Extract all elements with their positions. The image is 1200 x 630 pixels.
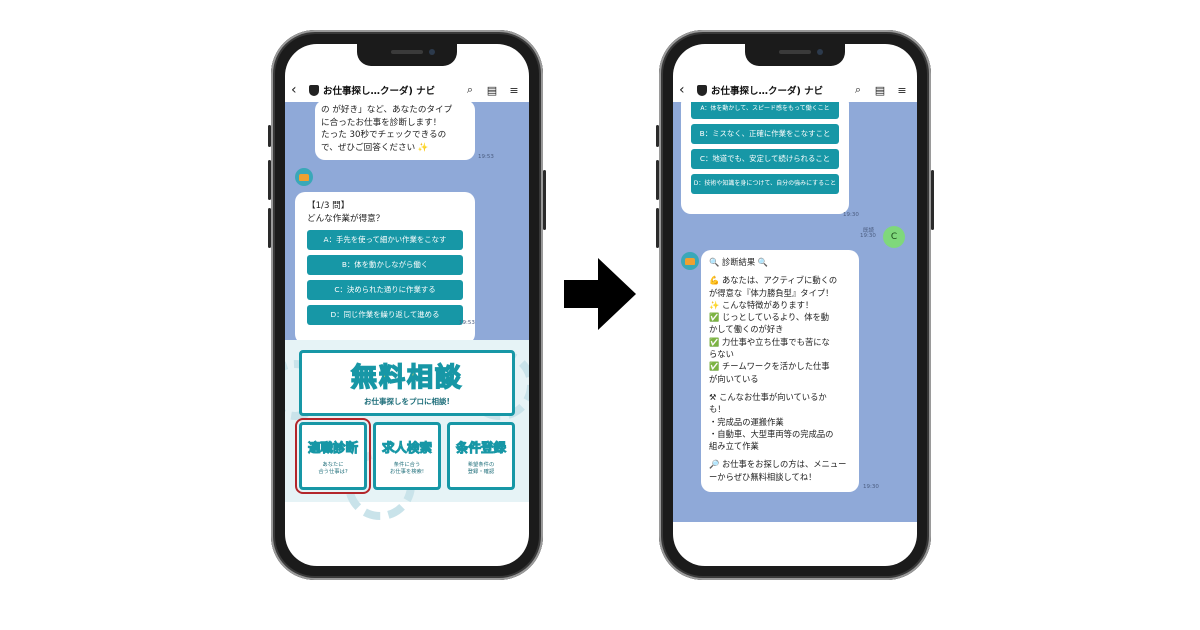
job-search-button[interactable]: 求人検索 条件に合うお仕事を検索! — [373, 422, 441, 490]
question-label: 【1/3 問】 — [307, 201, 350, 211]
intro-message: の が好き」など、あなたのタイプ に合ったお仕事を診断します！ たった 30秒で… — [315, 102, 475, 160]
chat-area[interactable]: の が好き」など、あなたのタイプ に合ったお仕事を診断します！ たった 30秒で… — [285, 102, 529, 340]
menu-item-sub: 条件に合うお仕事を検索! — [390, 462, 424, 475]
message-time: 19:30 — [863, 484, 879, 490]
result-line: ✅ 力仕事や立ち仕事でも苦にな — [709, 336, 830, 347]
chevron-left-icon[interactable]: ‹ — [291, 82, 297, 98]
result-title: 🔍 診断結果 🔍 — [709, 257, 769, 267]
phone-side-button — [656, 125, 659, 147]
answer-option-b[interactable]: B：体を動かしながら働く — [307, 255, 463, 275]
phone-side-button — [656, 160, 659, 200]
result-line: ✨ こんな特徴があります！ — [709, 299, 814, 310]
result-line: が得意な『体力勝負型』タイプ！ — [709, 287, 834, 298]
message-time: 19:30 — [843, 212, 859, 218]
phone-screen: ‹ お仕事探し…クーダ) ナビ ⌕ ▤ ≡ の が好き」など、あなたのタイプ に… — [285, 44, 529, 566]
phone-side-button — [268, 160, 271, 200]
chat-header: ‹ お仕事探し…クーダ) ナビ ⌕ ▤ ≡ — [673, 78, 917, 102]
aptitude-diagnosis-button[interactable]: 適職診断 あなたに合う仕事は? — [295, 418, 371, 494]
hamburger-menu-icon[interactable]: ≡ — [509, 83, 519, 97]
phone-screen: ‹ お仕事探し…クーダ) ナビ ⌕ ▤ ≡ A：体を動かして、スピード感をもって… — [673, 44, 917, 566]
result-line: 組み立て作業 — [709, 441, 759, 452]
notch — [745, 44, 845, 66]
answer-option-c[interactable]: C：地道でも、安定して続けられること — [691, 149, 839, 169]
question-message: 【1/3 問】 どんな作業が得意？ A：手先を使って細かい作業をこなす B：体を… — [295, 192, 475, 340]
free-consultation-title: 無料相談 — [350, 362, 463, 394]
free-consultation-button[interactable]: 無料相談 お仕事探しをプロに相談! — [299, 350, 515, 416]
chat-header: ‹ お仕事探し…クーダ) ナビ ⌕ ▤ ≡ — [285, 78, 529, 102]
answer-option-b[interactable]: B：ミスなく、正確に作業をこなすこと — [691, 124, 839, 144]
phone-side-button — [268, 125, 271, 147]
phone-side-button — [268, 208, 271, 248]
answer-option-a[interactable]: A：体を動かして、スピード感をもって働くこと — [691, 102, 839, 119]
result-line: ✅ チームワークを活かした仕事 — [709, 361, 830, 372]
result-line: ・完成品の運搬作業 — [709, 416, 784, 427]
answer-option-a[interactable]: A：手先を使って細かい作業をこなす — [307, 230, 463, 250]
result-line: 🔎 お仕事をお探しの方は、メニュー — [709, 459, 847, 470]
intro-line: たった 30秒でチェックできるの — [321, 130, 447, 140]
menu-item-title: 求人検索 — [381, 440, 433, 456]
free-consultation-subtitle: お仕事探しをプロに相談! — [364, 397, 450, 406]
phone-side-button — [543, 170, 546, 230]
bot-avatar — [681, 252, 699, 270]
result-line: かして働くのが好き — [709, 324, 784, 335]
phone-side-button — [931, 170, 934, 230]
search-icon[interactable]: ⌕ — [854, 83, 862, 96]
result-message: 🔍 診断結果 🔍 💪 あなたは、アクティブに動くの が得意な『体力勝負型』タイプ… — [701, 250, 859, 492]
menu-item-title: 条件登録 — [455, 440, 507, 456]
result-line: 💪 あなたは、アクティブに動くの — [709, 275, 838, 286]
message-time: 19:53 — [459, 320, 475, 326]
result-line: ーからぜひ無料相談してね！ — [709, 471, 817, 482]
answer-option-d[interactable]: D：技術や知識を身につけて、自分の強みにすること — [691, 174, 839, 194]
read-receipt: 既読 — [863, 228, 875, 234]
shield-icon — [309, 84, 319, 96]
condition-registration-button[interactable]: 条件登録 希望条件の登録・確認 — [447, 422, 515, 490]
phone-side-button — [656, 208, 659, 248]
menu-item-sub: あなたに合う仕事は? — [318, 462, 348, 475]
question-text: どんな作業が得意？ — [307, 213, 385, 224]
user-reply-bubble: C — [883, 226, 905, 248]
phone-right: ‹ お仕事探し…クーダ) ナビ ⌕ ▤ ≡ A：体を動かして、スピード感をもって… — [656, 30, 934, 580]
hamburger-menu-icon[interactable]: ≡ — [897, 83, 907, 97]
notes-icon[interactable]: ▤ — [874, 83, 886, 97]
result-line: が向いている — [709, 373, 759, 384]
shield-icon — [697, 84, 707, 96]
result-line: ・自動車、大型車両等の完成品の — [709, 428, 834, 439]
intro-line: で、ぜひご回答ください ✨ — [321, 142, 429, 153]
notch — [357, 44, 457, 66]
rich-menu: 無料相談 お仕事探しをプロに相談! 適職診断 あなたに合う仕事は? 求人検索 条… — [285, 340, 529, 520]
message-time: 19:30 — [860, 233, 876, 239]
options-message: A：体を動かして、スピード感をもって働くこと B：ミスなく、正確に作業をこなすこ… — [681, 102, 849, 214]
search-icon[interactable]: ⌕ — [466, 83, 474, 96]
intro-line: の が好き」など、あなたのタイプ — [321, 105, 453, 115]
chevron-left-icon[interactable]: ‹ — [679, 82, 685, 98]
right-arrow-icon — [564, 258, 636, 330]
phone-left: ‹ お仕事探し…クーダ) ナビ ⌕ ▤ ≡ の が好き」など、あなたのタイプ に… — [268, 30, 546, 580]
intro-line: に合ったお仕事を診断します！ — [321, 117, 442, 128]
menu-item-sub: 希望条件の登録・確認 — [467, 462, 495, 475]
chat-area[interactable]: A：体を動かして、スピード感をもって働くこと B：ミスなく、正確に作業をこなすこ… — [673, 102, 917, 522]
result-line: らない — [709, 349, 734, 360]
message-time: 19:53 — [478, 154, 494, 160]
result-line: ✅ じっとしているより、体を動 — [709, 312, 830, 323]
chat-title: お仕事探し…クーダ) ナビ — [711, 86, 824, 97]
bot-avatar — [295, 168, 313, 186]
result-line: も！ — [709, 404, 726, 415]
answer-option-d[interactable]: D：同じ作業を繰り返して進める — [307, 305, 463, 325]
notes-icon[interactable]: ▤ — [486, 83, 498, 97]
result-line: ⚒ こんなお仕事が向いているか — [709, 391, 827, 402]
chat-title: お仕事探し…クーダ) ナビ — [323, 86, 436, 97]
answer-option-c[interactable]: C：決められた通りに作業する — [307, 280, 463, 300]
menu-item-title: 適職診断 — [307, 440, 359, 456]
